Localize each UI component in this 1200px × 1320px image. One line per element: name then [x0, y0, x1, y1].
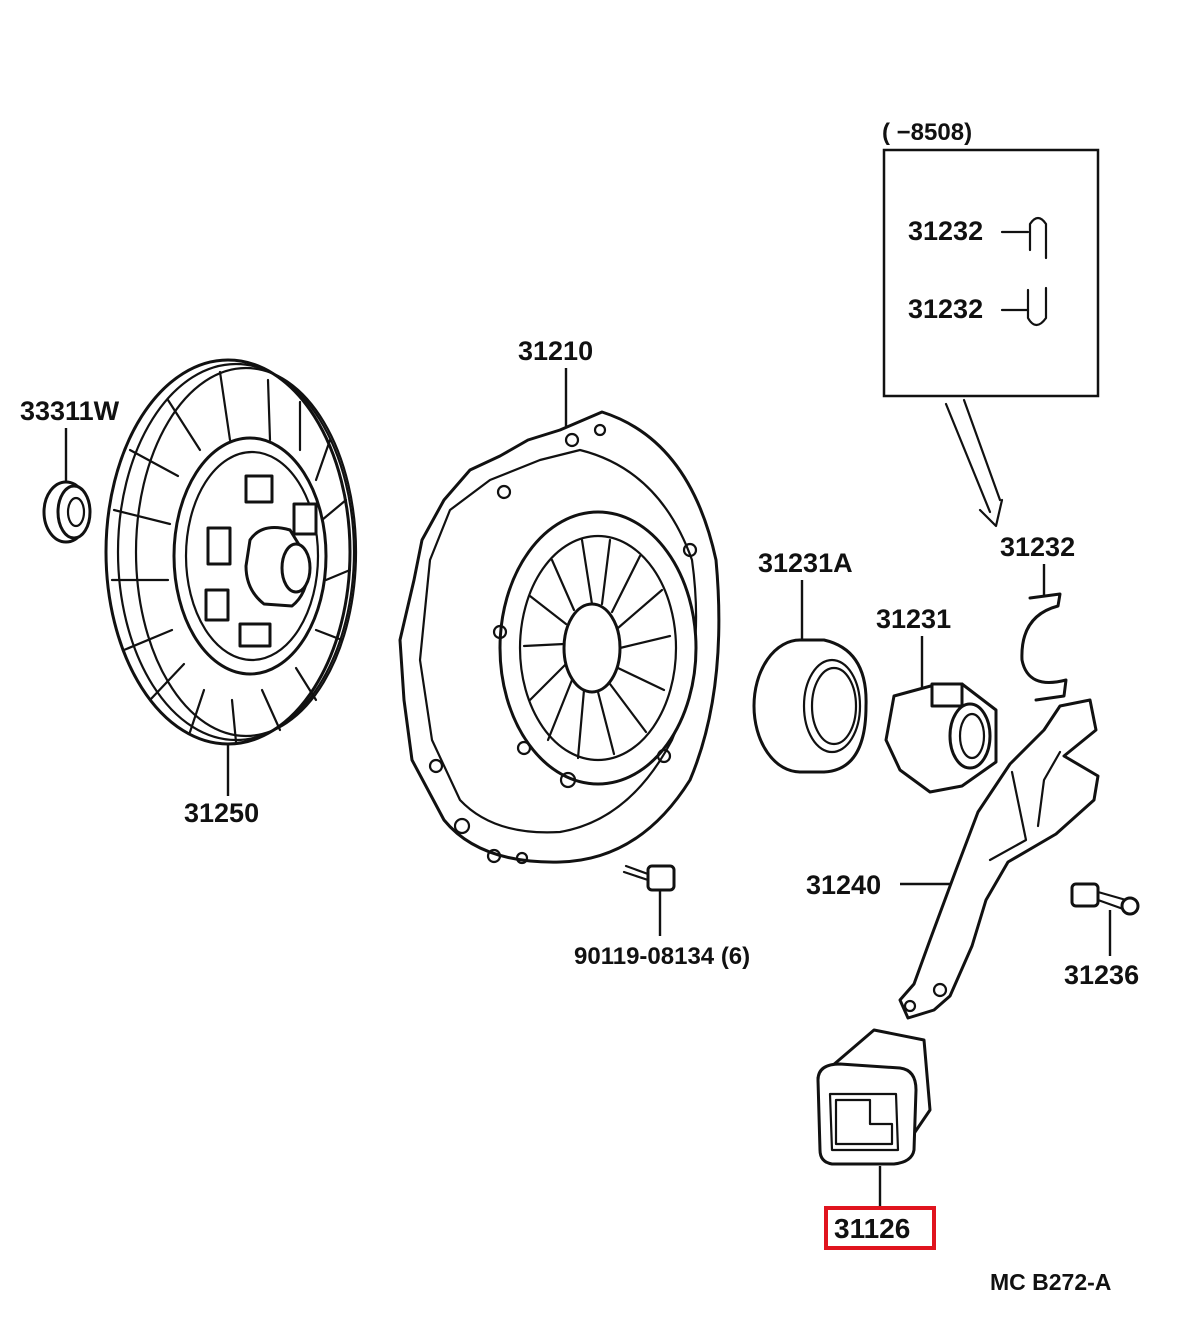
cover-bolt — [622, 864, 676, 936]
diagram-code: MC B272-A — [990, 1269, 1111, 1295]
inset-label-1: 31232 — [908, 216, 983, 246]
pilot-bearing — [42, 428, 92, 544]
clip-icon — [1000, 216, 1048, 260]
label-31232: 31232 — [1000, 532, 1075, 562]
release-bearing — [752, 638, 868, 774]
fork-support-bolt — [1070, 882, 1140, 956]
clutch-disc — [104, 358, 358, 746]
label-90119-08134: 90119-08134 (6) — [574, 943, 750, 970]
release-fork — [898, 698, 1100, 1020]
label-31231A: 31231A — [758, 548, 853, 578]
label-31210: 31210 — [518, 336, 593, 366]
label-31240: 31240 — [806, 870, 881, 900]
label-31231: 31231 — [876, 604, 951, 634]
clutch-cover — [398, 410, 721, 865]
arrow-icon — [944, 398, 1004, 528]
release-fork-boot — [816, 1028, 932, 1166]
label-31126: 31126 — [834, 1213, 910, 1244]
highlight-box — [824, 1206, 936, 1250]
inset-box — [882, 148, 1100, 398]
clip-spring — [1020, 592, 1068, 702]
label-31250: 31250 — [184, 798, 259, 828]
inset-panel: ( −8508) 31232 31232 — [882, 119, 1100, 528]
label-33311W: 33311W — [20, 396, 120, 426]
inset-label-2: 31232 — [908, 294, 983, 324]
clip-icon — [1000, 286, 1048, 327]
bearing-hub — [884, 682, 998, 794]
label-31236: 31236 — [1064, 960, 1139, 990]
inset-range-label: ( −8508) — [882, 119, 972, 146]
